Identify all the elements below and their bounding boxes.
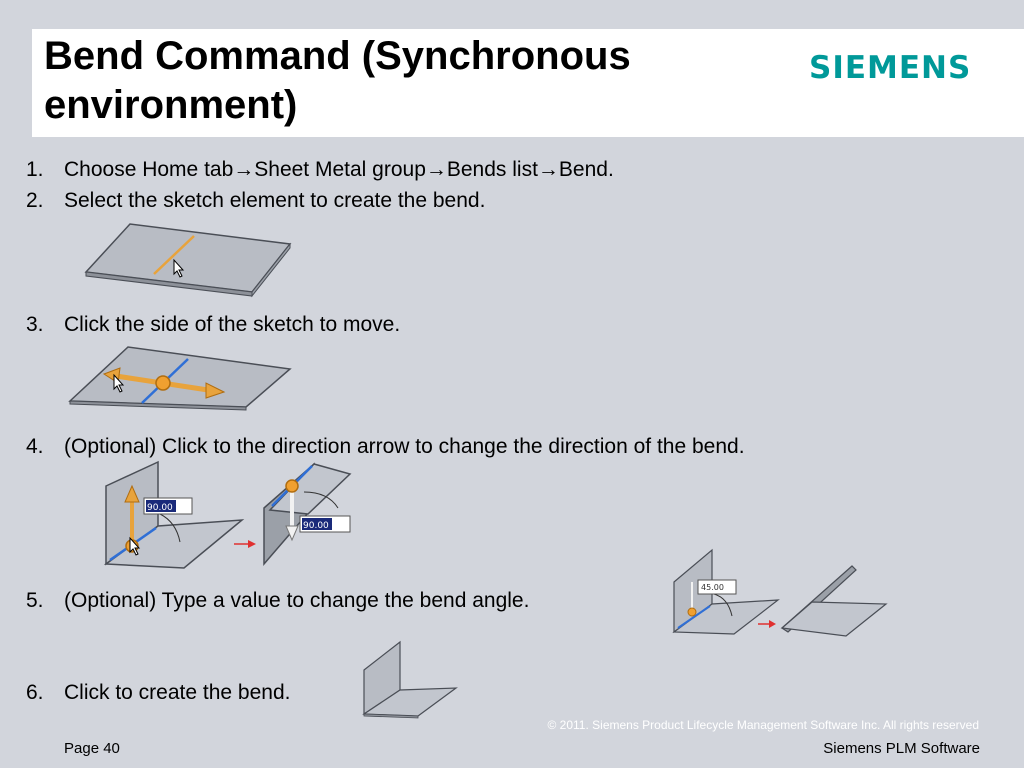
step-number: 4. (26, 435, 44, 458)
siemens-logo: SIEMENS (809, 50, 972, 86)
step-text: Click to create the bend. (64, 681, 291, 704)
red-arrow-icon (248, 540, 256, 548)
step-number: 1. (26, 158, 44, 181)
step-number: 5. (26, 589, 44, 612)
cursor-icon (129, 536, 141, 556)
page-number: Page 40 (64, 740, 120, 757)
step-2: 2. Select the sketch element to create th… (26, 188, 485, 214)
plate-move-arrows-illustration (68, 346, 292, 411)
step-text: Choose Home tab→Sheet Metal group→Bends … (64, 158, 614, 181)
step-number: 2. (26, 189, 44, 212)
bend-angle-illustration: 45.00 (672, 548, 888, 637)
page-title: Bend Command (Synchronous environment) (44, 32, 764, 130)
copyright-notice: © 2011. Siemens Product Lifecycle Manage… (547, 718, 980, 732)
cursor-icon (173, 258, 185, 278)
title-line-2: environment) (44, 83, 298, 127)
angle-value-b: 90.00 ° (303, 521, 336, 531)
step-text: Click the side of the sketch to move. (64, 313, 401, 336)
step-1: 1. Choose Home tab→Sheet Metal group→Bend… (26, 157, 614, 183)
step-text: (Optional) Type a value to change the be… (64, 589, 530, 612)
step-6: 6. Click to create the bend. (26, 680, 290, 706)
cursor-icon (113, 373, 125, 393)
red-arrow-icon (769, 620, 776, 628)
company-name: Siemens PLM Software (823, 740, 980, 757)
angle-value-a: 90.00 ° (147, 503, 180, 513)
step-number: 3. (26, 313, 44, 336)
final-bend-illustration (362, 640, 458, 719)
flat-plate-sketch-illustration (84, 223, 292, 298)
step-3: 3. Click the side of the sketch to move. (26, 312, 400, 338)
step-text: Select the sketch element to create the … (64, 189, 486, 212)
step-4: 4. (Optional) Click to the direction arro… (26, 434, 745, 460)
title-bar: Bend Command (Synchronous environment) S… (32, 29, 1024, 137)
title-line-1: Bend Command (Synchronous (44, 34, 631, 78)
step-5: 5. (Optional) Type a value to change the … (26, 588, 529, 614)
step-text: (Optional) Click to the direction arrow … (64, 435, 745, 458)
step-number: 6. (26, 681, 44, 704)
angle-value-c: 45.00 (701, 583, 724, 592)
bend-direction-illustration: 90.00 ° 90.00 ° (103, 460, 352, 569)
